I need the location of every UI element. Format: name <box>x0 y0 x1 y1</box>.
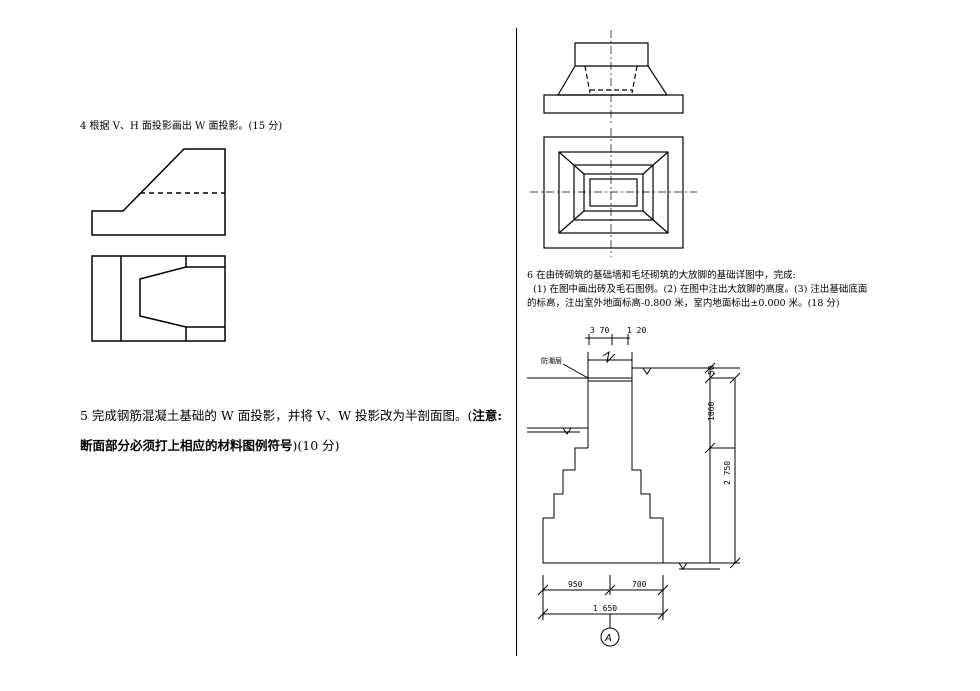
q6-foundation-detail <box>527 334 741 647</box>
page-column-divider <box>516 28 517 656</box>
dim-120: 1 20 <box>627 326 646 335</box>
dim-1650: 1 650 <box>593 604 617 613</box>
question-4-text: 4 根据 V、H 面投影画出 W 面投影。(15 分) <box>80 121 283 132</box>
q5-front-view <box>543 30 684 125</box>
dim-50: 50 <box>707 365 716 375</box>
question-5-note-bold: 注意: <box>472 408 503 423</box>
q5-top-view <box>530 128 697 257</box>
question-5-score: )(10 分) <box>292 438 340 453</box>
question-6-line-1: 6 在由砖砌筑的基础墙和毛坯砌筑的大放脚的基础详图中，完成: <box>527 270 796 281</box>
question-5-line-2: 断面部分必须打上相应的材料图例符号)(10 分) <box>80 436 520 456</box>
q4-top-view <box>91 255 226 342</box>
question-5-note-bold-2: 断面部分必须打上相应的材料图例符号 <box>80 438 293 453</box>
q4-front-view <box>91 148 226 236</box>
question-6-text: 6 在由砖砌筑的基础墙和毛坯砌筑的大放脚的基础详图中，完成: (1) 在图中画出… <box>527 269 967 311</box>
dim-1060: 1060 <box>707 402 716 421</box>
dim-950: 950 <box>568 580 583 589</box>
dim-370: 3 70 <box>590 326 609 335</box>
question-6-line-3: 的标高，注出室外地面标高-0.800 米，室内地面标出±0.000 米。(18 … <box>527 298 840 309</box>
damp-proof-label: 防潮层 <box>541 356 562 365</box>
dim-2750: 2 750 <box>723 461 732 485</box>
dim-700: 700 <box>632 580 647 589</box>
question-5-text-plain: 5 完成钢筋混凝土基础的 W 面投影，并将 V、W 投影改为半剖面图。( <box>80 408 473 423</box>
question-6-line-2: (1) 在图中画出砖及毛石图例。(2) 在图中注出大放脚的高度。(3) 注出基础… <box>533 284 868 295</box>
question-5-line-1: 5 完成钢筋混凝土基础的 W 面投影，并将 V、W 投影改为半剖面图。(注意: <box>80 406 520 426</box>
axis-label-a: A <box>604 633 612 644</box>
